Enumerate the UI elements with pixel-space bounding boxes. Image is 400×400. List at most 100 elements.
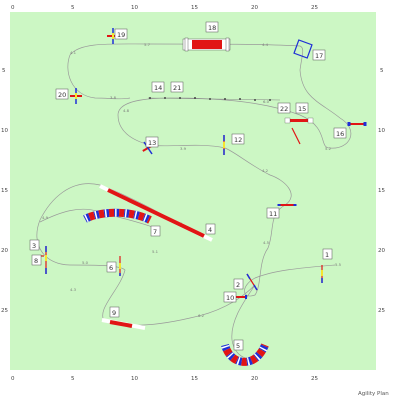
- jump-11: [277, 204, 297, 206]
- distance-label: 3.9: [180, 146, 187, 151]
- label-12: 12: [231, 133, 245, 145]
- jump-6: [119, 256, 121, 276]
- bottom-tick-15: 15: [191, 376, 198, 382]
- left-tick-15: 15: [1, 188, 8, 194]
- left-tick-10: 10: [1, 128, 8, 134]
- label-19: 19: [114, 28, 128, 40]
- svg-text:6: 6: [109, 264, 113, 272]
- label-11: 11: [266, 207, 280, 219]
- right-tick-25: 25: [378, 308, 385, 314]
- top-tick-15: 15: [191, 5, 198, 11]
- bottom-tick-20: 20: [251, 376, 258, 382]
- label-7: 7: [150, 225, 161, 237]
- svg-text:1: 1: [325, 251, 329, 259]
- top-tick-25: 25: [311, 5, 318, 11]
- svg-text:11: 11: [269, 210, 277, 218]
- svg-text:9: 9: [112, 309, 116, 317]
- svg-text:22: 22: [280, 105, 288, 113]
- right-tick-5: 5: [380, 68, 384, 74]
- svg-text:12: 12: [234, 136, 242, 144]
- obstacle-9-seesaw: [101, 318, 146, 330]
- jump-2: [246, 273, 258, 291]
- jump-3: [45, 246, 47, 274]
- distance-label: 5.7: [144, 42, 151, 47]
- jump-1: [321, 265, 323, 283]
- label-16: 16: [333, 127, 347, 139]
- svg-text:5: 5: [236, 342, 240, 350]
- obstacle-15-jump: [284, 117, 314, 124]
- label-22: 22: [277, 102, 291, 114]
- bottom-tick-0: 0: [11, 376, 15, 382]
- bottom-axis: 0 5 10 15 20 25: [11, 376, 318, 382]
- distance-label: 4.5: [263, 240, 270, 245]
- svg-text:13: 13: [148, 139, 156, 147]
- svg-text:3: 3: [32, 242, 36, 250]
- obstacle-5-tunnel: [221, 343, 269, 366]
- distance-label: 3.8: [110, 95, 117, 100]
- jump-19: [107, 28, 119, 44]
- distance-label: 6.2: [198, 313, 205, 318]
- label-10: 10: [223, 291, 237, 303]
- jump-16: [347, 122, 367, 126]
- right-tick-15: 15: [378, 188, 385, 194]
- right-tick-10: 10: [378, 128, 385, 134]
- jump-20: [70, 88, 82, 104]
- label-4: 4: [205, 223, 216, 235]
- obstacle-17-table: [293, 39, 313, 59]
- left-tick-25: 25: [1, 308, 8, 314]
- distance-label: 5.5: [335, 262, 342, 267]
- distance-label: 4.3: [70, 287, 77, 292]
- bottom-tick-25: 25: [311, 376, 318, 382]
- dog-path: [67, 43, 352, 297]
- obstacle-labels: 18 19 17 20 14 21 22 15 16 13 12 11 4 7 …: [29, 21, 347, 351]
- label-13: 13: [145, 136, 159, 148]
- weave-poles: [147, 97, 281, 101]
- svg-text:17: 17: [315, 52, 323, 60]
- app-label: Agility Plan: [358, 391, 389, 397]
- distance-label: 5.2: [325, 146, 332, 151]
- distance-label: 4.9: [42, 215, 49, 220]
- label-2: 2: [233, 278, 244, 290]
- left-axis: 5 10 15 20 25: [1, 68, 8, 314]
- distance-label: 4.8: [123, 108, 130, 113]
- svg-text:19: 19: [117, 31, 125, 39]
- top-tick-5: 5: [71, 5, 75, 11]
- top-axis: 0 5 10 15 20 25: [11, 5, 318, 11]
- jump-22: [291, 127, 301, 145]
- label-21: 21: [170, 81, 184, 93]
- label-3: 3: [29, 239, 40, 251]
- svg-text:4: 4: [208, 226, 212, 234]
- distance-label: 4.1: [70, 50, 77, 55]
- left-tick-5: 5: [2, 68, 6, 74]
- svg-text:18: 18: [208, 24, 216, 32]
- svg-text:7: 7: [153, 228, 157, 236]
- label-15: 15: [295, 102, 309, 114]
- distance-label: 5.1: [152, 249, 159, 254]
- label-8: 8: [31, 254, 42, 266]
- svg-text:10: 10: [226, 294, 234, 302]
- label-20: 20: [55, 88, 69, 100]
- jump-12: [223, 135, 225, 155]
- right-tick-20: 20: [378, 248, 385, 254]
- top-tick-10: 10: [131, 5, 138, 11]
- svg-text:14: 14: [154, 84, 162, 92]
- label-17: 17: [312, 49, 326, 61]
- top-tick-0: 0: [11, 5, 15, 11]
- distance-label: 6.0: [263, 99, 270, 104]
- bottom-tick-10: 10: [131, 376, 138, 382]
- obstacle-7-tunnel: [83, 208, 152, 224]
- label-5: 5: [233, 339, 244, 351]
- obstacle-4-dogwalk: [99, 184, 213, 242]
- svg-text:21: 21: [173, 84, 181, 92]
- svg-text:2: 2: [236, 281, 240, 289]
- left-tick-20: 20: [1, 248, 8, 254]
- field: [10, 12, 376, 370]
- distance-label: 4.4: [262, 42, 269, 47]
- svg-text:16: 16: [336, 130, 344, 138]
- distance-label: 4.2: [262, 168, 269, 173]
- svg-text:8: 8: [34, 257, 38, 265]
- distance-label: 5.0: [82, 260, 89, 265]
- label-1: 1: [322, 248, 333, 260]
- obstacle-18-tire: [182, 37, 231, 52]
